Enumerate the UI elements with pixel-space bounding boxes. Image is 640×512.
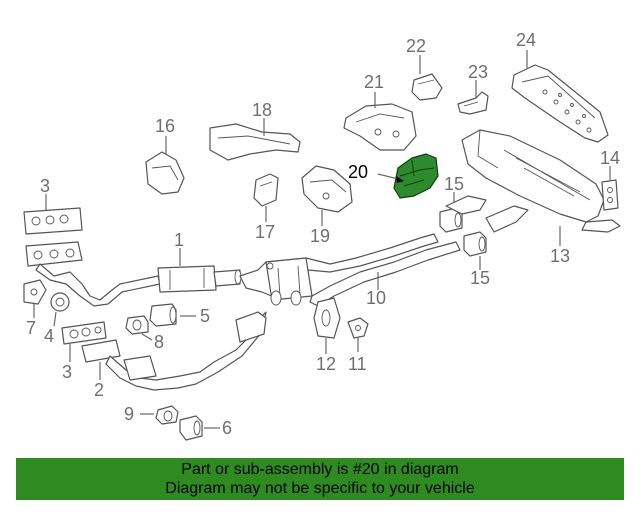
callout-17: 17 [255, 222, 275, 242]
arrowhead-20 [396, 176, 404, 183]
callout-12: 12 [316, 354, 336, 374]
part-8-seal[interactable] [125, 315, 149, 335]
part-24-heat-shield[interactable] [511, 64, 609, 143]
part-6-seal[interactable] [179, 415, 203, 441]
part-9-seal[interactable] [155, 405, 179, 425]
part-16-heat-shield[interactable] [145, 151, 185, 195]
part-18-heat-shield[interactable] [209, 123, 301, 161]
callout-8: 8 [154, 332, 164, 352]
part-1-catalytic-converter[interactable] [25, 241, 242, 307]
part-17-bracket[interactable] [253, 173, 279, 207]
part-20-highlighted-bracket[interactable] [393, 153, 439, 199]
callout-3b: 3 [62, 362, 72, 382]
info-banner: Part or sub-assembly is #20 in diagram D… [16, 458, 624, 500]
part-14-hanger[interactable] [601, 179, 619, 211]
callout-15a: 15 [444, 174, 464, 194]
leader-8 [141, 333, 153, 341]
callout-21: 21 [364, 72, 384, 92]
callout-22: 22 [406, 36, 426, 56]
callout-1: 1 [174, 230, 184, 250]
callout-23: 23 [468, 62, 488, 82]
part-4-seal-ring[interactable] [50, 292, 70, 312]
part-3-gasket-upper[interactable] [23, 207, 83, 235]
callout-15b: 15 [470, 268, 490, 288]
callout-6: 6 [222, 418, 232, 438]
callout-14: 14 [600, 148, 620, 168]
part-11-bracket[interactable] [347, 317, 369, 339]
banner-line-1: Part or sub-assembly is #20 in diagram [181, 461, 459, 478]
part-21-heat-shield[interactable] [343, 103, 417, 151]
callout-10: 10 [366, 288, 386, 308]
callout-24: 24 [516, 30, 536, 50]
part-15-clamp-lower[interactable] [463, 231, 487, 257]
part-3-gasket-lower[interactable] [61, 321, 107, 345]
banner-line-2: Diagram may not be specific to your vehi… [165, 480, 475, 497]
part-19-heat-shield[interactable] [301, 165, 353, 213]
leader-4 [53, 311, 57, 327]
callout-13: 13 [550, 246, 570, 266]
part-23-bracket[interactable] [457, 91, 489, 115]
callout-11: 11 [348, 354, 367, 374]
callout-4: 4 [44, 326, 54, 346]
callout-3a: 3 [40, 176, 50, 196]
callout-9: 9 [124, 404, 134, 424]
callout-7: 7 [26, 318, 36, 338]
part-5-seal[interactable] [149, 303, 177, 327]
part-2-catalytic-converter[interactable] [81, 311, 267, 391]
part-10-intermediate-pipe[interactable] [239, 233, 461, 307]
part-7-clamp[interactable] [23, 279, 47, 305]
callout-5: 5 [200, 306, 210, 326]
callout-2: 2 [94, 380, 104, 400]
callout-19: 19 [310, 226, 330, 246]
callout-20: 20 [348, 162, 368, 182]
part-22-bracket[interactable] [411, 73, 443, 101]
callout-18: 18 [252, 100, 272, 120]
part-12-hanger[interactable] [313, 297, 341, 339]
part-13-rear-muffler[interactable] [445, 129, 621, 233]
callout-16: 16 [155, 116, 175, 136]
